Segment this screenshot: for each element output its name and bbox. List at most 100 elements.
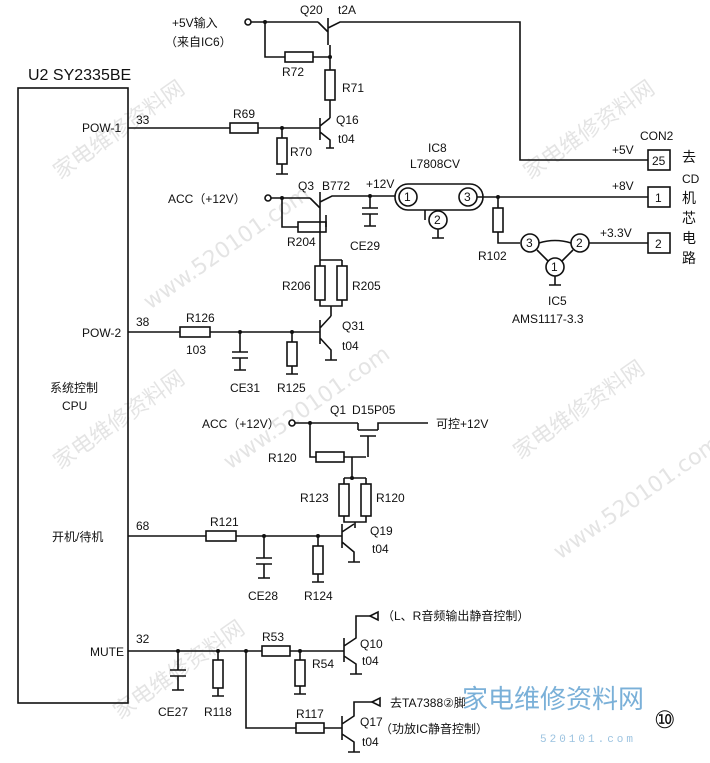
acc-input-terminal — [264, 194, 272, 202]
con2-pin-25-label: 25 — [652, 154, 666, 168]
site-logo-url: 520101.com — [540, 734, 636, 746]
ic8-pin1 — [398, 187, 418, 207]
capacitor-ce31 — [232, 332, 248, 371]
con2-pin-2 — [647, 232, 671, 254]
dest-label: CD — [682, 172, 700, 186]
con2-pin-2-label: 2 — [655, 237, 662, 251]
v5-source-label: （来自IC6） — [165, 35, 232, 49]
ic5-pin1-label: 1 — [551, 260, 558, 274]
capacitor-ce29 — [362, 196, 378, 227]
label-q16-type: t04 — [338, 132, 355, 146]
label-q10-type: t04 — [362, 654, 379, 668]
u2-chip-box — [17, 87, 129, 704]
capacitor-ce28 — [256, 536, 272, 579]
resistor-r70 — [276, 137, 288, 165]
label-q31-type: t04 — [342, 339, 359, 353]
label-r126: R126 — [186, 311, 215, 325]
wire — [343, 478, 367, 528]
label-r126-value: 103 — [186, 343, 206, 357]
label-ic5-type: AMS1117-3.3 — [512, 312, 584, 326]
ic8-pin2-label: 2 — [434, 213, 441, 227]
v5-input-label: +5V输入 — [172, 15, 218, 30]
label-r204: R204 — [287, 235, 316, 249]
resistor-r118 — [212, 659, 224, 689]
label-q16: Q16 — [336, 113, 359, 127]
resistor-r53 — [261, 645, 291, 657]
resistor-r102 — [492, 207, 504, 233]
label-r72: R72 — [282, 65, 304, 79]
label-q19-type: t04 — [372, 542, 389, 556]
dest-label: 路 — [682, 250, 696, 266]
label-ce27: CE27 — [158, 705, 188, 719]
pin-num-32: 32 — [136, 632, 150, 646]
resistor-r120b — [360, 483, 372, 517]
v5-input-terminal — [244, 18, 252, 26]
label-q20: Q20 — [300, 3, 323, 17]
label-3v3: +3.3V — [600, 226, 632, 240]
wire — [264, 22, 285, 58]
pin-name-standby: 开机/待机 — [52, 530, 103, 544]
amp-pin-label: 去TA7388②脚 — [390, 695, 466, 710]
resistor-r125 — [286, 341, 298, 367]
resistor-r71 — [324, 69, 336, 101]
label-q20-type: t2A — [338, 3, 356, 17]
label-5v: +5V — [612, 143, 634, 157]
label-q3-type: B772 — [322, 179, 350, 193]
label-ce28: CE28 — [248, 589, 278, 603]
label-r53: R53 — [262, 630, 284, 644]
label-ce29: CE29 — [350, 239, 380, 253]
con2-pin-25 — [647, 149, 671, 171]
acc2-input-terminal — [288, 419, 296, 427]
dest-label: 机 — [682, 190, 696, 206]
chip-title: U2 SY2335BE — [28, 67, 131, 84]
switched-12v-label: 可控+12V — [436, 417, 488, 431]
label-r70: R70 — [290, 145, 312, 159]
q19-transistor — [341, 523, 360, 563]
watermark-layer: 家电维修资料网 www.520101.com 家电维修资料网 家电维修资料网 w… — [49, 76, 710, 725]
label-q10: Q10 — [360, 637, 383, 651]
dest-label: 电 — [682, 230, 696, 246]
wire — [538, 239, 572, 244]
wire — [245, 651, 296, 729]
label-r120a: R120 — [268, 451, 297, 465]
site-logo: 家电维修资料网 — [462, 685, 644, 715]
q31-transistor — [319, 315, 337, 361]
label-r118: R118 — [204, 705, 232, 719]
capacitor-ce27 — [170, 651, 186, 691]
q1-mosfet — [357, 422, 428, 457]
resistor-r54 — [294, 659, 306, 687]
label-ic8-type: L7808CV — [410, 157, 460, 171]
dest-label: 芯 — [682, 210, 696, 226]
wire — [497, 197, 520, 244]
ground-symbol — [286, 332, 298, 375]
label-r69: R69 — [233, 107, 255, 121]
ic5-pin3-label: 3 — [526, 236, 533, 250]
resistor-r120 — [315, 451, 345, 463]
dest-label: 去 — [682, 149, 696, 165]
arrow-icon — [368, 610, 379, 622]
resistor-r126 — [179, 326, 211, 338]
label-q1-type: D15P05 — [352, 403, 396, 417]
ground-symbol — [276, 164, 288, 175]
label-q31: Q31 — [342, 319, 365, 333]
pin-num-33: 33 — [136, 113, 150, 127]
resistor-r205 — [336, 265, 348, 301]
con2-pin-1 — [647, 186, 671, 208]
label-r205: R205 — [352, 279, 381, 293]
pin-name-pow1: POW-1 — [82, 121, 121, 135]
ground-symbol — [212, 651, 224, 697]
resistor-r124 — [312, 545, 324, 575]
ic5-pin2-label: 2 — [576, 236, 583, 250]
q17-transistor — [341, 701, 372, 753]
pin-num-68: 68 — [136, 519, 150, 533]
ground-symbol — [294, 651, 306, 695]
label-q19: Q19 — [370, 524, 393, 538]
ic8-pin3-label: 3 — [464, 190, 471, 204]
pin-num-38: 38 — [136, 315, 150, 329]
resistor-r204 — [297, 221, 327, 233]
label-ce31: CE31 — [230, 381, 260, 395]
label-ic5: IC5 — [548, 294, 567, 308]
resistor-r121 — [205, 530, 237, 542]
label-r121: R121 — [210, 515, 239, 529]
